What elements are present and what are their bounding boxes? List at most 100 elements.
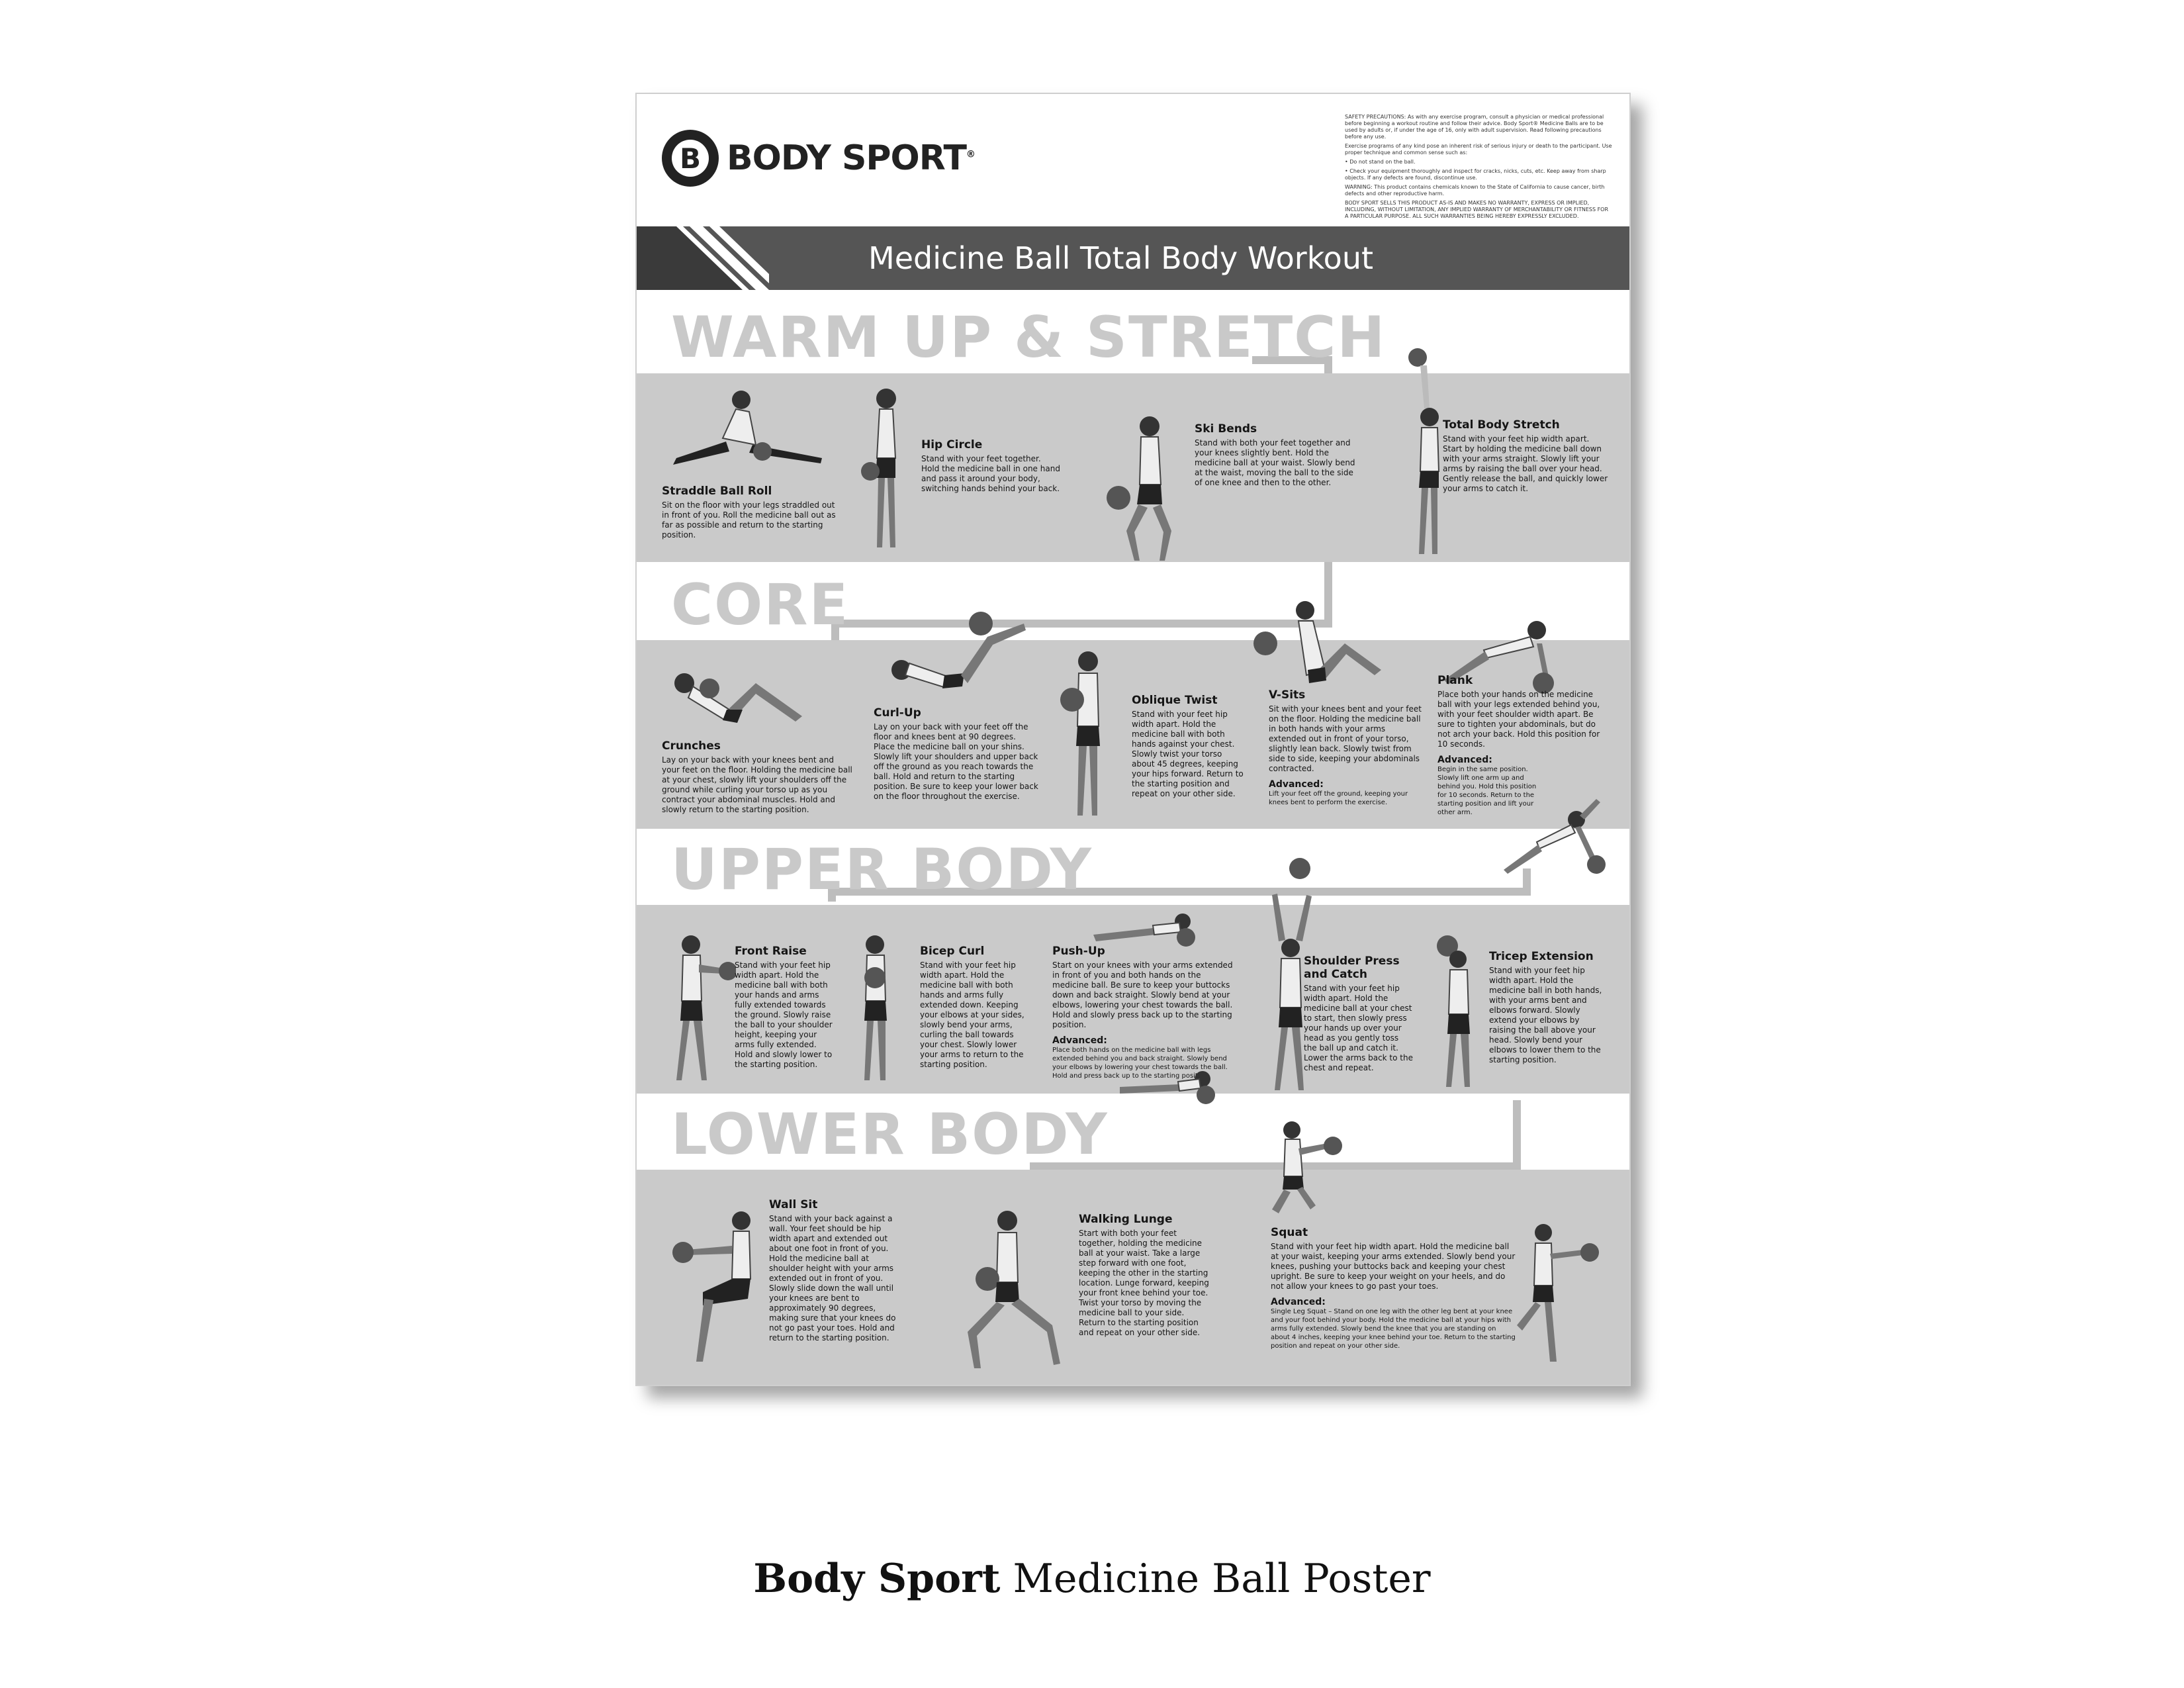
section-heading-core: CORE [671, 572, 850, 638]
push-up-advanced-figure [1120, 1071, 1215, 1104]
exercise-title: Push-Up [1052, 945, 1105, 958]
exercise-oblique: Oblique Twist Stand with your feet hip w… [1132, 694, 1244, 799]
exercise-title: Plank [1437, 674, 1473, 687]
tricep-extension-figure [1437, 935, 1470, 1087]
exercise-desc: Start with both your feet together, hold… [1079, 1229, 1209, 1337]
exercise-plank: Plank Place both your hands on the medic… [1437, 674, 1603, 817]
exercise-shoulder: Shoulder Press and Catch Stand with your… [1304, 955, 1413, 1073]
exercise-title: Curl-Up [874, 706, 921, 720]
crunches-figure [674, 673, 802, 723]
exercise-vsits: V-Sits Sit with your knees bent and your… [1269, 688, 1424, 807]
exercise-advanced-desc: Place both hands on the medicine ball wi… [1052, 1047, 1228, 1080]
exercise-desc: Stand with your feet hip width apart. Ho… [1132, 710, 1244, 798]
exercise-title: Ski Bends [1195, 422, 1257, 436]
poster-caption: Body Sport Medicine Ball Poster [0, 1556, 2184, 1602]
logo-mark-icon: B [662, 130, 719, 187]
exercise-desc: Lay on your back with your knees bent an… [662, 755, 852, 814]
exercise-title: Crunches [662, 739, 721, 753]
exercise-squat: Squat Stand with your feet hip width apa… [1271, 1226, 1516, 1350]
walking-lunge-figure [968, 1211, 1060, 1368]
exercise-wallsit: Wall Sit Stand with your back against a … [769, 1198, 905, 1343]
exercise-title: Straddle Ball Roll [662, 485, 772, 498]
exercise-bicep: Bicep Curl Stand with your feet hip widt… [920, 945, 1029, 1070]
exercise-title: Tricep Extension [1489, 950, 1594, 963]
exercise-straddle: Straddle Ball Roll Sit on the floor with… [662, 485, 841, 540]
exercise-ski: Ski Bends Stand with both your feet toge… [1195, 422, 1360, 488]
safety-para: BODY SPORT SELLS THIS PRODUCT AS-IS AND … [1345, 200, 1609, 219]
section-heading-warmup: WARM UP & STRETCH [671, 305, 1387, 371]
bicep-curl-figure [864, 935, 887, 1080]
exercise-curlup: Curl-Up Lay on your back with your feet … [874, 706, 1039, 802]
exercise-desc: Stand with your back against a wall. You… [769, 1214, 896, 1342]
exercise-title: V-Sits [1269, 688, 1306, 702]
exercise-desc: Stand with your feet hip width apart. Ho… [1271, 1242, 1516, 1291]
exercise-desc: Stand with both your feet together and y… [1195, 438, 1355, 487]
exercise-title: Oblique Twist [1132, 694, 1218, 707]
oblique-twist-figure [1060, 651, 1100, 816]
exercise-desc: Stand with your feet hip width apart. Ho… [920, 961, 1024, 1069]
total-body-stretch-figure [1408, 348, 1440, 554]
plank-advanced-figure [1504, 799, 1606, 874]
straddle-ball-roll-figure [673, 391, 822, 465]
caption-brand: Body Sport [753, 1556, 1001, 1602]
ski-bends-figure [1107, 416, 1171, 561]
exercise-advanced-label: Advanced: [1271, 1297, 1326, 1307]
logo-reg: ® [966, 149, 976, 160]
safety-para: SAFETY PRECAUTIONS: As with any exercise… [1345, 114, 1604, 140]
logo-mark-letter: B [672, 140, 709, 177]
exercise-title: Total Body Stretch [1443, 418, 1560, 432]
exercise-desc: Stand with your feet together. Hold the … [921, 454, 1060, 493]
exercise-advanced-desc: Lift your feet off the ground, keeping y… [1269, 790, 1408, 806]
front-raise-figure [676, 935, 736, 1080]
squat-figure [1272, 1121, 1342, 1213]
exercise-title: Wall Sit [769, 1198, 818, 1211]
exercise-title: Squat [1271, 1226, 1308, 1239]
safety-para: WARNING: This product contains chemicals… [1345, 184, 1605, 197]
brand-logo: B BODY SPORT® [662, 128, 976, 188]
exercise-advanced-desc: Single Leg Squat – Stand on one leg with… [1271, 1308, 1516, 1350]
exercise-front: Front Raise Stand with your feet hip wid… [735, 945, 834, 1070]
section-heading-lower: LOWER BODY [671, 1102, 1109, 1168]
exercise-advanced-desc: Begin in the same position. Slowly lift … [1437, 766, 1537, 816]
exercise-desc: Sit on the floor with your legs straddle… [662, 500, 836, 539]
exercise-desc: Start on your knees with your arms exten… [1052, 961, 1233, 1029]
section-heading-upper: UPPER BODY [671, 837, 1093, 903]
exercise-advanced-label: Advanced: [1269, 779, 1324, 790]
exercise-title: Shoulder Press and Catch [1304, 955, 1400, 981]
safety-para: Exercise programs of any kind pose an in… [1345, 143, 1612, 156]
exercise-desc: Stand with your feet hip width apart. St… [1443, 434, 1608, 493]
curl-up-figure [891, 612, 1026, 688]
exercise-desc: Place both your hands on the medicine ba… [1437, 690, 1600, 749]
exercise-title: Hip Circle [921, 438, 983, 451]
logo-name: BODY SPORT [727, 138, 967, 178]
exercise-desc: Lay on your back with your feet off the … [874, 722, 1038, 801]
caption-text: Medicine Ball Poster [1000, 1556, 1431, 1602]
safety-para: • Check your equipment thoroughly and in… [1345, 168, 1606, 181]
wall-sit-figure [672, 1211, 752, 1362]
exercise-title: Bicep Curl [920, 945, 985, 958]
push-up-figure [1093, 914, 1195, 947]
exercise-tricep: Tricep Extension Stand with your feet hi… [1489, 950, 1608, 1065]
section-band-lower [637, 1170, 1629, 1385]
exercise-crunches: Crunches Lay on your back with your knee… [662, 739, 854, 815]
safety-precautions: SAFETY PRECAUTIONS: As with any exercise… [1345, 114, 1613, 222]
title-bar [637, 226, 1629, 290]
exercise-pushup: Push-Up Start on your knees with your ar… [1052, 945, 1238, 1080]
exercise-desc: Stand with your feet hip width apart. Ho… [1489, 966, 1602, 1064]
exercise-title: Walking Lunge [1079, 1213, 1173, 1226]
exercise-tbs: Total Body Stretch Stand with your feet … [1443, 418, 1608, 494]
exercise-advanced-label: Advanced: [1052, 1035, 1107, 1046]
exercise-desc: Stand with your feet hip width apart. Ho… [1304, 984, 1413, 1072]
v-sits-figure [1253, 601, 1381, 683]
shoulder-press-figure [1272, 858, 1312, 1090]
poster: B BODY SPORT® SAFETY PRECAUTIONS: As wit… [635, 93, 1631, 1386]
hip-circle-figure [861, 389, 897, 547]
poster-title: Medicine Ball Total Body Workout [868, 240, 1374, 276]
exercise-desc: Sit with your knees bent and your feet o… [1269, 704, 1422, 773]
exercise-lunge: Walking Lunge Start with both your feet … [1079, 1213, 1211, 1338]
safety-para: • Do not stand on the ball. [1345, 159, 1416, 165]
plank-figure [1444, 621, 1554, 694]
exercise-desc: Stand with your feet hip width apart. Ho… [735, 961, 833, 1069]
exercise-title: Front Raise [735, 945, 807, 958]
title-stripes-decoration [637, 226, 769, 290]
